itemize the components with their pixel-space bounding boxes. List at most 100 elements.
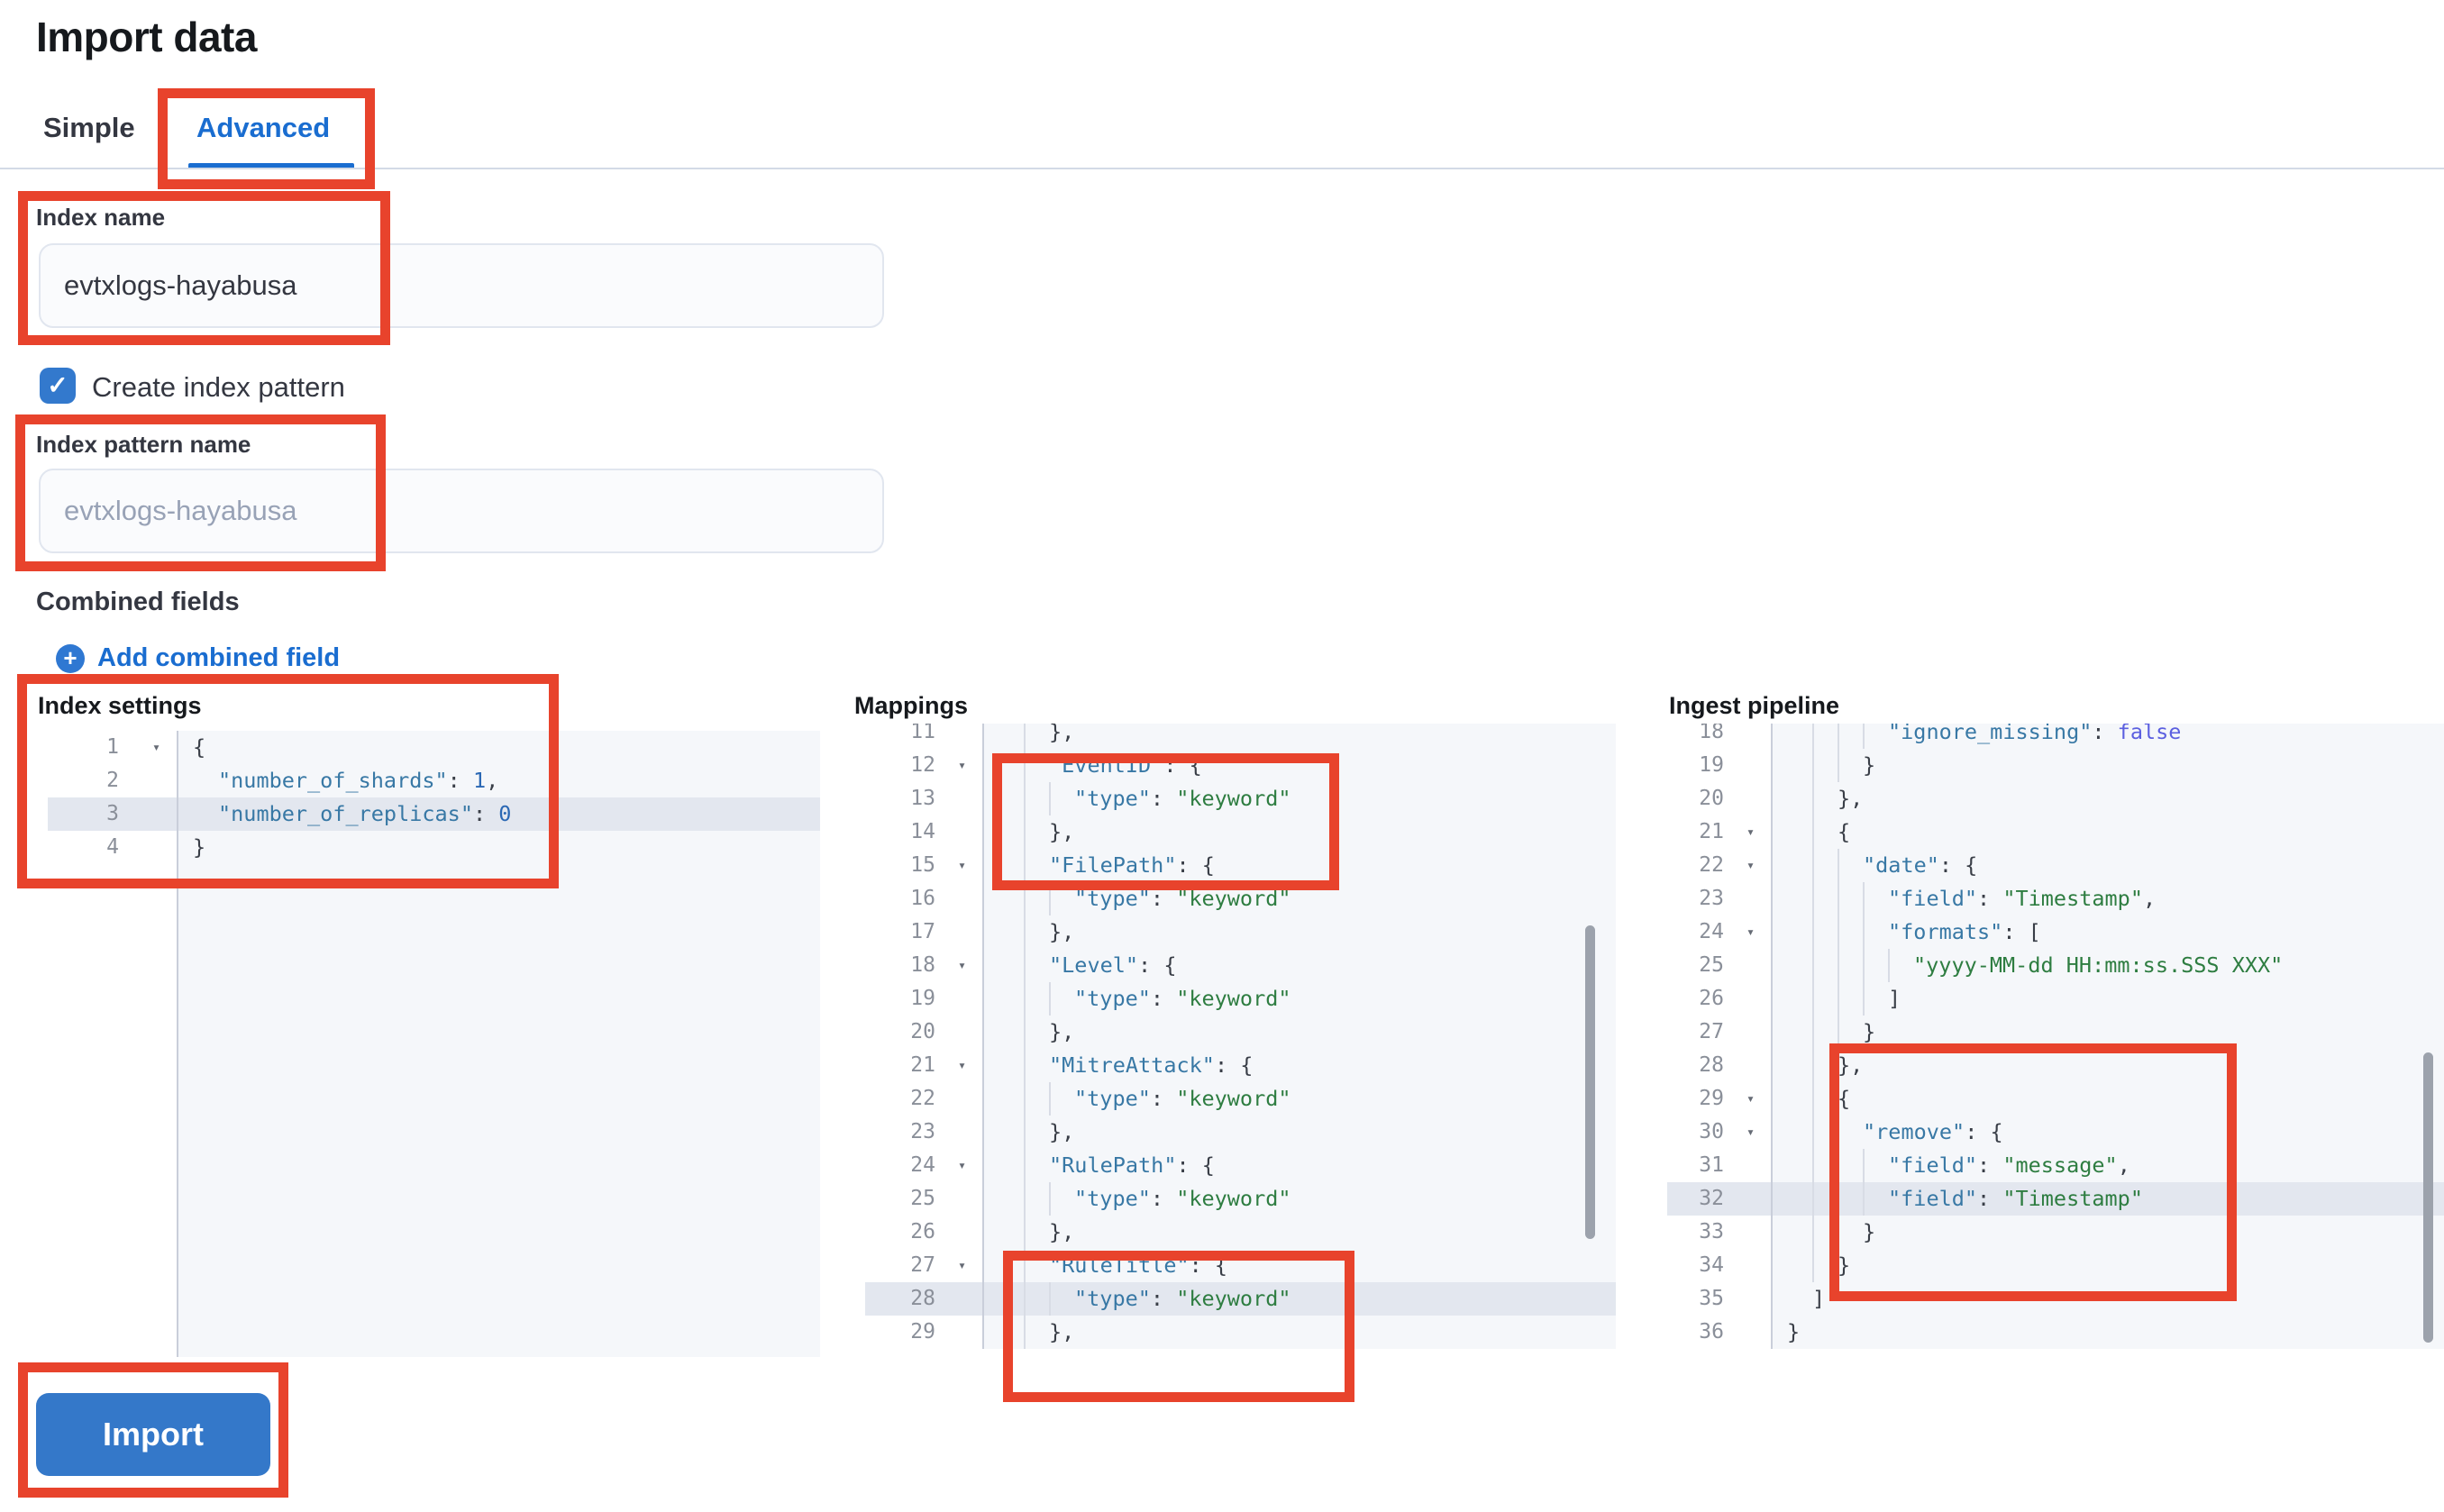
indent-guide xyxy=(1024,1149,1026,1182)
ingest-pipeline-label: Ingest pipeline xyxy=(1669,692,1840,719)
indent-guide xyxy=(1863,724,1865,749)
create-index-pattern-label: Create index pattern xyxy=(92,371,345,403)
add-combined-field-link[interactable]: + Add combined field xyxy=(56,643,340,673)
indent-guide xyxy=(1024,749,1026,782)
line-number: 24 xyxy=(910,1153,935,1177)
indent-guide xyxy=(1838,724,1839,749)
line-number: 18 xyxy=(1699,724,1724,743)
index-pattern-name-input[interactable] xyxy=(39,469,884,553)
import-button[interactable]: Import xyxy=(36,1393,270,1476)
indent-guide xyxy=(1812,782,1814,815)
code-line-index-settings-3: 3"number_of_replicas": 0 xyxy=(48,797,820,831)
create-index-pattern-checkbox[interactable]: ✓ xyxy=(40,368,76,404)
code-line-ingest-pipeline-29: 29▾{ xyxy=(1667,1082,2444,1116)
fold-arrow-icon[interactable]: ▾ xyxy=(1746,824,1755,840)
code-line-ingest-pipeline-30: 30▾"remove": { xyxy=(1667,1116,2444,1149)
combined-fields-heading: Combined fields xyxy=(36,587,240,616)
line-number: 12 xyxy=(910,753,935,777)
indent-guide xyxy=(1024,1049,1026,1082)
line-number: 29 xyxy=(1699,1087,1724,1110)
fold-arrow-icon[interactable]: ▾ xyxy=(957,957,966,973)
indent-guide xyxy=(1812,1016,1814,1049)
indent-guide xyxy=(1838,949,1839,982)
tab-simple[interactable]: Simple xyxy=(43,112,135,143)
line-number: 29 xyxy=(910,1320,935,1343)
indent-guide xyxy=(1049,882,1051,915)
indent-guide xyxy=(1812,1182,1814,1216)
code-line-ingest-pipeline-22: 22▾"date": { xyxy=(1667,849,2444,882)
indent-guide xyxy=(1024,982,1026,1016)
code-line-mappings-28: 28"type": "keyword" xyxy=(865,1282,1616,1316)
fold-arrow-icon[interactable]: ▾ xyxy=(1746,1090,1755,1107)
code-line-ingest-pipeline-26: 26] xyxy=(1667,982,2444,1016)
line-number: 30 xyxy=(1699,1120,1724,1143)
indent-guide xyxy=(1863,882,1865,915)
fold-arrow-icon[interactable]: ▾ xyxy=(151,739,160,755)
code-line-ingest-pipeline-34: 34} xyxy=(1667,1249,2444,1282)
indent-guide xyxy=(1024,1116,1026,1149)
index-settings-editor[interactable]: 1▾{2"number_of_shards": 1,3"number_of_re… xyxy=(48,724,820,1357)
tab-advanced[interactable]: Advanced xyxy=(196,112,331,143)
indent-guide xyxy=(1024,724,1026,749)
indent-guide xyxy=(1024,1249,1026,1282)
indent-guide xyxy=(1049,1182,1051,1216)
fold-arrow-icon[interactable]: ▾ xyxy=(957,1157,966,1173)
line-number: 19 xyxy=(1699,753,1724,777)
line-number: 36 xyxy=(1699,1320,1724,1343)
fold-arrow-icon[interactable]: ▾ xyxy=(957,857,966,873)
indent-guide xyxy=(1838,1149,1839,1182)
line-number: 27 xyxy=(910,1253,935,1277)
fold-arrow-icon[interactable]: ▾ xyxy=(957,757,966,773)
line-number: 21 xyxy=(1699,820,1724,843)
indent-guide xyxy=(1812,1049,1814,1082)
index-name-input[interactable] xyxy=(39,243,884,328)
line-number: 28 xyxy=(910,1287,935,1310)
fold-arrow-icon[interactable]: ▾ xyxy=(957,1057,966,1073)
indent-guide xyxy=(1838,849,1839,882)
indent-guide xyxy=(1049,1082,1051,1116)
line-number: 31 xyxy=(1699,1153,1724,1177)
line-number: 18 xyxy=(910,953,935,977)
indent-guide xyxy=(1812,1249,1814,1282)
indent-guide xyxy=(1049,982,1051,1016)
fold-arrow-icon[interactable]: ▾ xyxy=(1746,924,1755,940)
fold-arrow-icon[interactable]: ▾ xyxy=(1746,857,1755,873)
code-line-mappings-26: 26}, xyxy=(865,1216,1616,1249)
code-line-ingest-pipeline-21: 21▾{ xyxy=(1667,815,2444,849)
line-number: 28 xyxy=(1699,1053,1724,1077)
code-line-mappings-20: 20}, xyxy=(865,1016,1616,1049)
line-number: 17 xyxy=(910,920,935,943)
indent-guide xyxy=(1812,849,1814,882)
line-number: 1 xyxy=(106,735,119,759)
code-line-mappings-13: 13"type": "keyword" xyxy=(865,782,1616,815)
fold-arrow-icon[interactable]: ▾ xyxy=(957,1257,966,1273)
index-pattern-name-label: Index pattern name xyxy=(36,431,251,458)
indent-guide xyxy=(1024,1216,1026,1249)
line-number: 3 xyxy=(106,802,119,825)
indent-guide xyxy=(1024,1316,1026,1349)
line-number: 16 xyxy=(910,887,935,910)
line-number: 34 xyxy=(1699,1253,1724,1277)
editor-filler xyxy=(48,864,820,1357)
indent-guide xyxy=(1838,982,1839,1016)
line-number: 32 xyxy=(1699,1187,1724,1210)
code-line-mappings-16: 16"type": "keyword" xyxy=(865,882,1616,915)
code-line-index-settings-1: 1▾{ xyxy=(48,731,820,764)
plus-icon: + xyxy=(56,643,85,673)
mappings-label: Mappings xyxy=(854,692,968,719)
mappings-vertical-scrollbar[interactable] xyxy=(1585,925,1595,1239)
mappings-editor[interactable]: 11},12▾"EventID": {13"type": "keyword"14… xyxy=(865,724,1616,1357)
line-number: 35 xyxy=(1699,1287,1724,1310)
fold-arrow-icon[interactable]: ▾ xyxy=(1746,1124,1755,1140)
indent-guide xyxy=(1024,1016,1026,1049)
code-line-mappings-23: 23}, xyxy=(865,1116,1616,1149)
line-number: 24 xyxy=(1699,920,1724,943)
line-number: 20 xyxy=(1699,787,1724,810)
code-line-ingest-pipeline-19: 19} xyxy=(1667,749,2444,782)
code-line-mappings-11: 11}, xyxy=(865,724,1616,749)
code-line-ingest-pipeline-24: 24▾"formats": [ xyxy=(1667,915,2444,949)
indent-guide xyxy=(1812,815,1814,849)
ingest-vertical-scrollbar[interactable] xyxy=(2423,1052,2433,1343)
code-line-mappings-17: 17}, xyxy=(865,915,1616,949)
